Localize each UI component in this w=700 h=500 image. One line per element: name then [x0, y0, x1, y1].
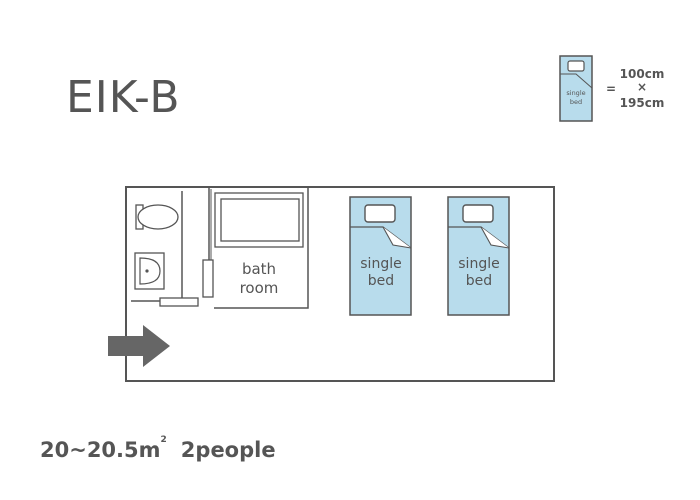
room-capacity: 2people: [180, 438, 276, 462]
bed-1-label-line1: single: [360, 256, 401, 272]
single-bed-2: single bed: [447, 196, 510, 316]
area-unit-superscript: 2: [160, 435, 167, 445]
toilet-icon: [135, 204, 179, 230]
room-info: 20~20.5m2 2people: [40, 435, 276, 462]
pillow-icon: [462, 204, 494, 223]
room-title: EIK-B: [66, 72, 181, 123]
legend-width: 100cm: [620, 67, 665, 81]
entrance-arrow-icon: [108, 325, 170, 367]
bathroom-door: [202, 259, 214, 298]
sink-icon: [134, 252, 165, 290]
pillow-icon: [364, 204, 396, 223]
bed-2-label-line1: single: [458, 256, 499, 272]
toilet-door: [159, 297, 199, 307]
bathroom-label-line2: room: [240, 279, 279, 297]
legend-length: 195cm: [620, 96, 665, 110]
bathroom-label-line1: bath: [242, 260, 276, 278]
area-unit: m: [138, 438, 161, 462]
legend-equals: =: [606, 82, 616, 96]
room-area: 20~20.5: [40, 438, 139, 462]
bed-1-label-line2: bed: [368, 273, 394, 289]
legend-times: ×: [637, 80, 647, 94]
bed-2-label-line2: bed: [466, 273, 492, 289]
pillow-icon: [567, 60, 585, 72]
single-bed-1: single bed: [349, 196, 412, 316]
legend-bed-label-line2: bed: [570, 98, 582, 106]
bathtub-icon: [214, 192, 304, 248]
legend-bed-label-line1: single: [566, 89, 585, 97]
bed-size-legend: single bed = 100cm × 195cm: [559, 55, 665, 122]
